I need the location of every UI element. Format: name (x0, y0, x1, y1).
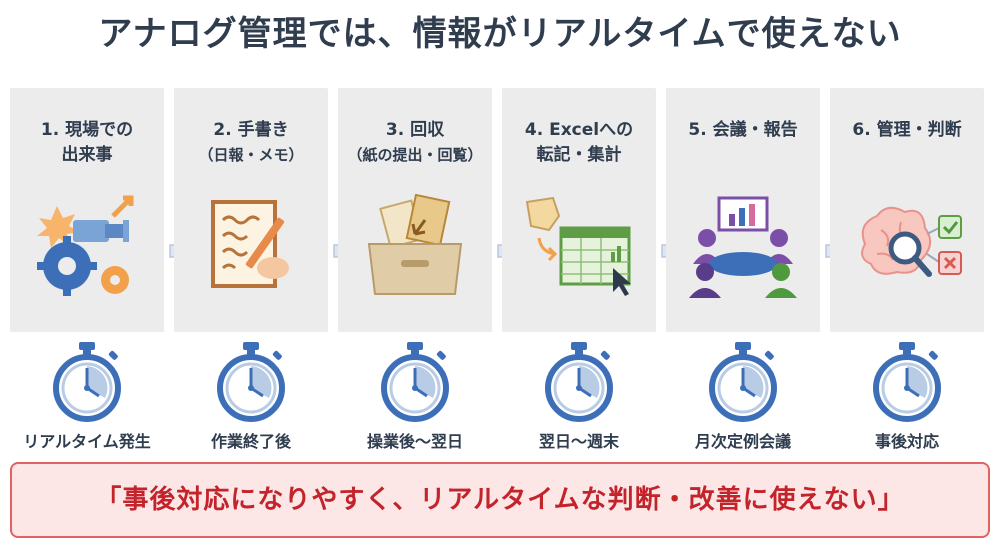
timing-label-5: 月次定例会議 (694, 432, 791, 451)
step-label-1: 1. 現場での 出来事 (10, 118, 164, 168)
timer-4: 翌日〜週末 (502, 336, 656, 454)
timer-6: 事後対応 (830, 336, 984, 454)
step-card-4: 4. Excelへの 転記・集計 (502, 88, 656, 332)
handwriting-icon (211, 200, 289, 288)
conclusion-banner: 「事後対応になりやすく、リアルタイムな判断・改善に使えない」 (10, 462, 990, 538)
step-card-6: 6. 管理・判断 (830, 88, 984, 332)
step-label-6: 6. 管理・判断 (830, 118, 984, 143)
step-label-5: 5. 会議・報告 (666, 118, 820, 143)
step-subtitle-4: 転記・集計 (536, 145, 622, 165)
timing-label-1: リアルタイム発生 (23, 432, 151, 451)
timing-row: リアルタイム発生 作業終了後 操業後〜翌日 (10, 336, 990, 454)
step-title-3: 3. 回収 (385, 120, 445, 140)
step-card-2: 2. 手書き （日報・メモ） (174, 88, 328, 332)
process-steps: 1. 現場での 出来事 2. 手書き （日報・メモ） (10, 88, 990, 332)
meeting-icon (689, 196, 797, 298)
spreadsheet-icon (525, 196, 631, 296)
timer-1: リアルタイム発生 (10, 336, 164, 454)
step-label-2: 2. 手書き （日報・メモ） (174, 118, 328, 168)
stopwatch-icon (709, 342, 777, 422)
stopwatch-icon (53, 342, 121, 422)
step-card-3: 3. 回収 （紙の提出・回覧） (338, 88, 492, 332)
paper-tray-icon (367, 194, 463, 295)
timer-3: 操業後〜翌日 (338, 336, 492, 454)
step-subtitle-1: 出来事 (61, 145, 113, 165)
step-card-1: 1. 現場での 出来事 (10, 88, 164, 332)
step-title-1: 1. 現場での (40, 120, 134, 140)
timer-2: 作業終了後 (174, 336, 328, 454)
step-title-6: 6. 管理・判断 (852, 120, 962, 140)
step-title-5: 5. 会議・報告 (688, 120, 798, 140)
timing-label-3: 操業後〜翌日 (366, 432, 463, 451)
page-title: アナログ管理では、情報がリアルタイムで使えない (98, 14, 902, 54)
step-subtitle-3: （紙の提出・回覧） (347, 146, 483, 164)
brain-decision-icon (861, 206, 962, 277)
stopwatch-icon (217, 342, 285, 422)
timer-5: 月次定例会議 (666, 336, 820, 454)
step-title-2: 2. 手書き (213, 120, 289, 140)
step-subtitle-2: （日報・メモ） (198, 146, 304, 164)
incident-gears-icon (37, 195, 134, 296)
step-card-5: 5. 会議・報告 (666, 88, 820, 332)
timing-label-6: 事後対応 (874, 432, 939, 451)
stopwatch-icon (873, 342, 941, 422)
stopwatch-icon (381, 342, 449, 422)
step-label-3: 3. 回収 （紙の提出・回覧） (338, 118, 492, 168)
timing-label-4: 翌日〜週末 (538, 432, 619, 451)
step-label-4: 4. Excelへの 転記・集計 (502, 118, 656, 168)
step-title-4: 4. Excelへの (524, 120, 634, 140)
timing-label-2: 作業終了後 (210, 432, 291, 451)
stopwatch-icon (545, 342, 613, 422)
